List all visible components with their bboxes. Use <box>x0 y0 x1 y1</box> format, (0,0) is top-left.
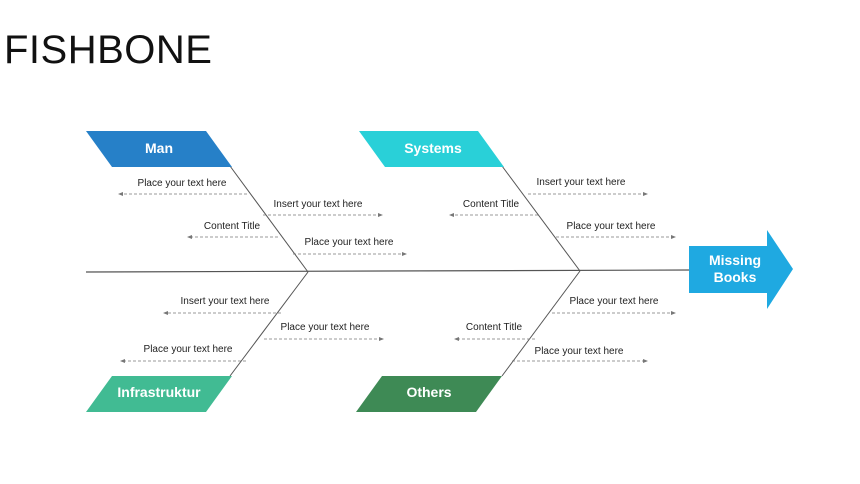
cause-infra-3-arrowhead <box>120 359 125 363</box>
cause-man-3-text: Content Title <box>204 221 261 232</box>
cause-infra-2: Place your text here <box>264 322 384 341</box>
category-others-shape <box>356 376 502 412</box>
category-infrastruktur: Infrastruktur <box>86 376 232 412</box>
cause-man-4-text: Place your text here <box>305 237 394 248</box>
bone-systems <box>501 165 581 272</box>
cause-systems-3-arrowhead <box>671 235 676 239</box>
bone-man <box>229 165 309 273</box>
bone-infrastruktur <box>229 271 309 377</box>
category-systems: Systems <box>359 131 504 167</box>
cause-man-2-text: Insert your text here <box>274 199 363 210</box>
effect-head: Missing Books <box>689 230 793 309</box>
effect-label-line1: Missing <box>709 252 761 268</box>
cause-systems-3-text: Place your text here <box>567 221 656 232</box>
effect-arrow-shape <box>689 230 793 309</box>
category-infrastruktur-shape <box>86 376 232 412</box>
category-systems-label: Systems <box>404 140 462 156</box>
cause-man-1-text: Place your text here <box>138 178 227 189</box>
category-infrastruktur-label: Infrastruktur <box>117 384 201 400</box>
spine-line <box>85 269 691 273</box>
cause-man-3: Content Title <box>187 221 278 239</box>
cause-others-3-text: Place your text here <box>535 346 624 357</box>
cause-others-2: Content Title <box>454 322 535 341</box>
cause-others-3: Place your text here <box>512 346 648 363</box>
cause-man-1-arrowhead <box>118 192 123 196</box>
cause-others-3-arrowhead <box>643 359 648 363</box>
cause-infra-1-text: Insert your text here <box>181 296 270 307</box>
cause-others-1: Place your text here <box>552 296 676 315</box>
cause-infra-2-arrowhead <box>379 337 384 341</box>
cause-others-1-arrowhead <box>671 311 676 315</box>
bone-others <box>501 270 581 377</box>
cause-man-3-arrowhead <box>187 235 192 239</box>
cause-infra-3-text: Place your text here <box>144 344 233 355</box>
cause-systems-1-arrowhead <box>643 192 648 196</box>
cause-infra-3: Place your text here <box>120 344 246 363</box>
cause-man-2-arrowhead <box>378 213 383 217</box>
cause-man-4: Place your text here <box>293 237 407 256</box>
cause-systems-3: Place your text here <box>556 221 676 239</box>
cause-others-2-text: Content Title <box>466 322 523 333</box>
cause-others-1-text: Place your text here <box>570 296 659 307</box>
cause-infra-2-text: Place your text here <box>281 322 370 333</box>
category-man-label: Man <box>145 140 173 156</box>
cause-infra-1: Insert your text here <box>163 296 281 315</box>
cause-infra-1-arrowhead <box>163 311 168 315</box>
cause-systems-2: Content Title <box>449 199 538 217</box>
cause-others-2-arrowhead <box>454 337 459 341</box>
effect-label-line2: Books <box>714 269 757 285</box>
cause-systems-1-text: Insert your text here <box>537 177 626 188</box>
category-man: Man <box>86 131 232 167</box>
category-man-shape <box>86 131 232 167</box>
cause-systems-2-text: Content Title <box>463 199 520 210</box>
category-others-label: Others <box>406 384 451 400</box>
cause-man-2: Insert your text here <box>263 199 383 217</box>
cause-man-1: Place your text here <box>118 178 247 196</box>
page-title: FISHBONE <box>4 28 213 72</box>
cause-systems-2-arrowhead <box>449 213 454 217</box>
cause-man-4-arrowhead <box>402 252 407 256</box>
category-others: Others <box>356 376 502 412</box>
cause-systems-1: Insert your text here <box>528 177 648 196</box>
category-systems-shape <box>359 131 504 167</box>
